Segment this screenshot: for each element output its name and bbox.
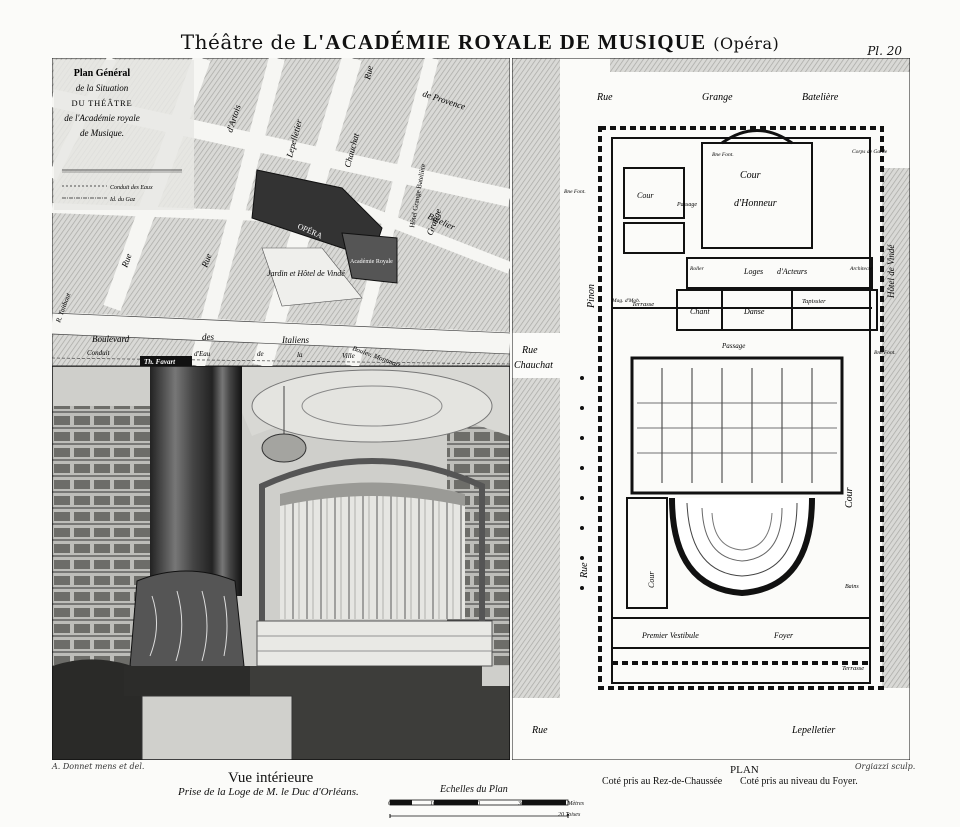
plan-street-rue-top: Rue bbox=[596, 92, 613, 103]
map-jardin-label: Jardin et Hôtel de Vindé bbox=[267, 269, 345, 278]
map-theatre-favart: Th. Favart bbox=[144, 358, 176, 366]
room-cour-left: Cour bbox=[647, 571, 656, 588]
scale-tick-0: 0 bbox=[388, 801, 391, 807]
room-foyer: Foyer bbox=[773, 631, 794, 640]
interior-view-engraving bbox=[52, 366, 510, 760]
plate-title: Théâtre de L'ACADÉMIE ROYALE DE MUSIQUE … bbox=[0, 30, 960, 55]
plan-room-labels: Cour d'Honneur Cour Passage Loges d'Acte… bbox=[564, 149, 896, 672]
room-terrasse-2: Terrasse bbox=[842, 665, 864, 672]
room-passage-1: Passage bbox=[676, 202, 697, 208]
room-bains: Bains bbox=[845, 584, 859, 590]
room-d-acteurs: d'Acteurs bbox=[777, 267, 807, 276]
scale-title: Echelles du Plan bbox=[440, 784, 508, 795]
interior-subcaption: Prise de la Loge de M. le Duc d'Orléans. bbox=[178, 786, 359, 798]
legend-line-3: DU THÉÂTRE bbox=[72, 98, 133, 108]
legend-line-1: Plan Général bbox=[74, 68, 131, 79]
engraver-left: A. Donnet mens et del. bbox=[52, 762, 145, 771]
plan-street-rue-bottom: Rue bbox=[531, 725, 548, 736]
map-street-rue: Rue bbox=[362, 65, 375, 82]
scale-tick-40: 40 Mètres bbox=[560, 801, 584, 807]
map-street-rue-3: Rue bbox=[199, 252, 214, 270]
plan-street-pinon: Pinon bbox=[586, 284, 597, 309]
map-street-eau: d'Eau bbox=[194, 350, 211, 358]
room-roller: Roller bbox=[689, 266, 705, 272]
room-loges: Loges bbox=[743, 267, 763, 276]
legend-conduit-eaux: Conduit des Eaux bbox=[110, 185, 153, 191]
room-bne-font-3: Bne Font. bbox=[874, 350, 896, 356]
room-corps-de-garde: Corps de Garde bbox=[852, 149, 888, 155]
map-street-des: des bbox=[202, 332, 214, 342]
plan-street-lepelletier: Lepelletier bbox=[791, 725, 835, 736]
plan-street-labels: Rue Grange Batelière Pinon Rue Chauchat … bbox=[514, 92, 896, 736]
legend-line-5: de Musique. bbox=[80, 128, 124, 138]
plan-street-grange: Grange bbox=[702, 92, 733, 103]
situation-map: Plan Général de la Situation DU THÉÂTRE … bbox=[52, 58, 510, 366]
scale-ticks: 0 10 20 30 40 Mètres bbox=[388, 801, 593, 813]
map-buildings: OPÉRA Académie Royale Jardin et Hôtel de… bbox=[251, 163, 427, 307]
scale-tick-10: 10 bbox=[430, 801, 436, 807]
room-bne-font: Bne Font. bbox=[564, 189, 586, 195]
map-street-de: de bbox=[257, 350, 264, 358]
map-academie-label: Académie Royale bbox=[350, 259, 393, 265]
plan-street-bateliere: Batelière bbox=[802, 92, 839, 103]
scale-tick-30: 30 bbox=[518, 801, 524, 807]
room-cour-honneur-1: Cour bbox=[740, 170, 761, 181]
interior-caption: Vue intérieure bbox=[228, 770, 314, 786]
map-street-la: la bbox=[297, 351, 303, 359]
map-street-rue-2: Rue bbox=[119, 252, 134, 270]
plan-note-left: Coté pris au Rez-de-Chaussée bbox=[602, 776, 723, 787]
plan-street-rue-chauchat-1: Rue bbox=[521, 345, 538, 356]
map-street-boulevard: Boulevard bbox=[92, 334, 130, 344]
room-danse: Danse bbox=[743, 307, 765, 316]
auditorium-horseshoe bbox=[669, 497, 815, 597]
legend-line-4: de l'Académie royale bbox=[64, 113, 140, 123]
room-terrasse: Terrasse bbox=[632, 301, 654, 308]
room-cour: Cour bbox=[637, 191, 654, 200]
room-mag-mob: Mag. d'Mob. bbox=[611, 298, 640, 304]
scale-toise-label: 20 Toises bbox=[558, 812, 581, 818]
plan-note-right: Coté pris au niveau du Foyer. bbox=[740, 776, 858, 787]
room-cour-right: Cour bbox=[844, 487, 855, 508]
floor-plan: Rue Grange Batelière Pinon Rue Chauchat … bbox=[512, 58, 910, 760]
room-chant: Chant bbox=[690, 307, 710, 316]
plan-street-chauchat: Chauchat bbox=[514, 360, 553, 371]
title-suffix: (Opéra) bbox=[713, 34, 780, 53]
legend-conduit-gaz: Id. du Gaz bbox=[109, 197, 136, 203]
legend-line-2: de la Situation bbox=[76, 83, 129, 93]
title-prefix: Théâtre de bbox=[180, 30, 297, 54]
title-main: L'ACADÉMIE ROYALE DE MUSIQUE bbox=[303, 30, 707, 54]
plan-hotel-vinde: Hôtel de Vindé bbox=[886, 244, 896, 299]
room-passage-2: Passage bbox=[721, 342, 745, 350]
map-street-ville: Ville bbox=[342, 352, 355, 360]
scale-bar bbox=[389, 799, 569, 818]
room-premier-vestibule: Premier Vestibule bbox=[641, 631, 699, 640]
map-street-conduit: Conduit bbox=[87, 349, 111, 357]
room-tapissier: Tapissier bbox=[802, 298, 826, 305]
scale-tick-20: 20 bbox=[474, 801, 480, 807]
room-cour-honneur-2: d'Honneur bbox=[734, 198, 777, 209]
map-legend: Plan Général de la Situation DU THÉÂTRE … bbox=[54, 60, 194, 210]
engraver-right: Orgiazzi sculp. bbox=[855, 762, 916, 771]
plan-caption: PLAN bbox=[730, 764, 759, 776]
plan-street-rue-left: Rue bbox=[579, 562, 590, 579]
map-street-italiens: Italiens bbox=[281, 335, 309, 345]
plate-number: Pl. 20 bbox=[867, 44, 902, 58]
room-bne-font-2: Bne Font. bbox=[712, 152, 734, 158]
room-architecte: Architecte bbox=[849, 266, 873, 272]
